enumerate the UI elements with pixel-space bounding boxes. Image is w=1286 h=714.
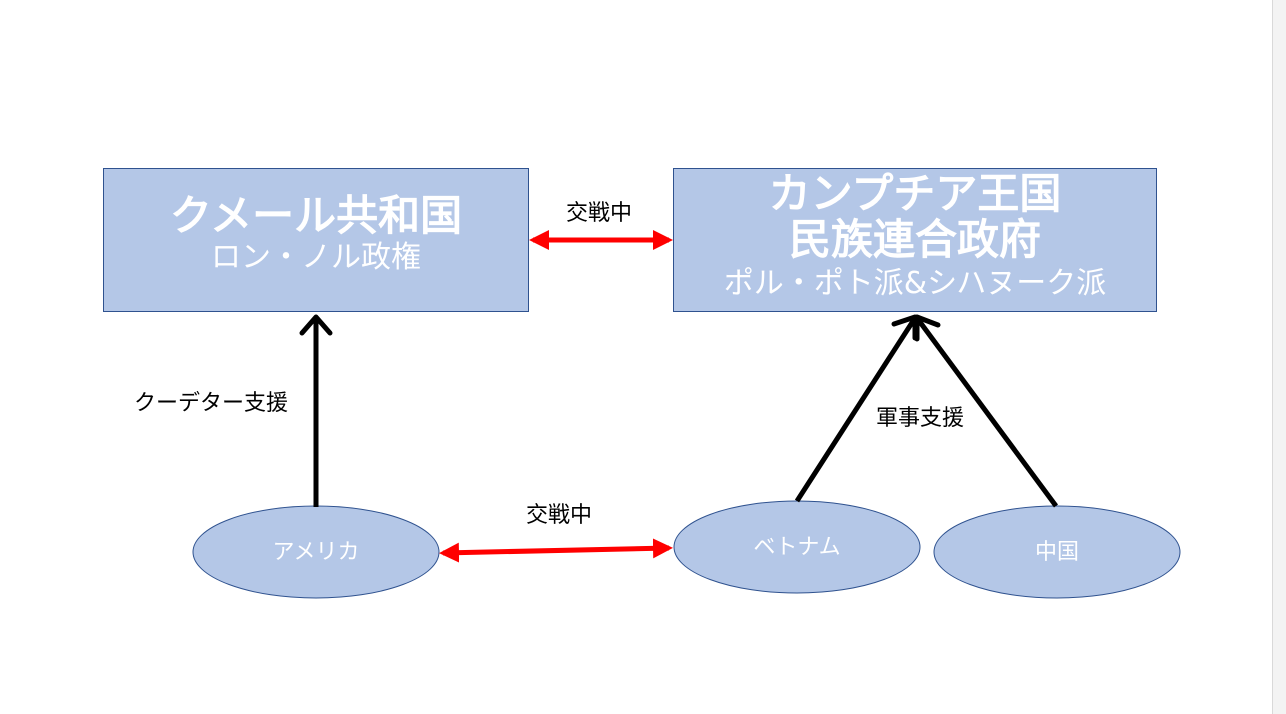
kampuchea-title-line1: カンプチア王国 (768, 169, 1062, 218)
coup-support-arrow (299, 314, 333, 507)
khmer-republic-subtitle: ロン・ノル政権 (211, 240, 421, 275)
vietnam-label: ベトナム (753, 535, 840, 560)
military-support-label: 軍事支援 (876, 406, 965, 431)
war-label-bottom: 交戦中 (526, 503, 593, 528)
war-arrow-bottom (439, 538, 673, 563)
kampuchea-title-line2: 民族連合政府 (788, 215, 1041, 264)
node-democratic-kampuchea: カンプチア王国 民族連合政府 ポル・ポト派&シハヌーク派 (673, 168, 1157, 312)
war-label-top: 交戦中 (566, 201, 633, 226)
coup-support-label: クーデター支援 (134, 391, 289, 416)
node-china (933, 505, 1181, 599)
khmer-republic-title: クメール共和国 (169, 191, 463, 240)
military-support-arrow-china (914, 314, 1059, 508)
america-label: アメリカ (273, 540, 360, 565)
kampuchea-subtitle: ポル・ポト派&シハヌーク派 (723, 266, 1107, 301)
window-edge-scrollbar[interactable] (1272, 0, 1286, 714)
node-khmer-republic: クメール共和国 ロン・ノル政権 (103, 168, 529, 312)
china-label: 中国 (1035, 540, 1079, 565)
